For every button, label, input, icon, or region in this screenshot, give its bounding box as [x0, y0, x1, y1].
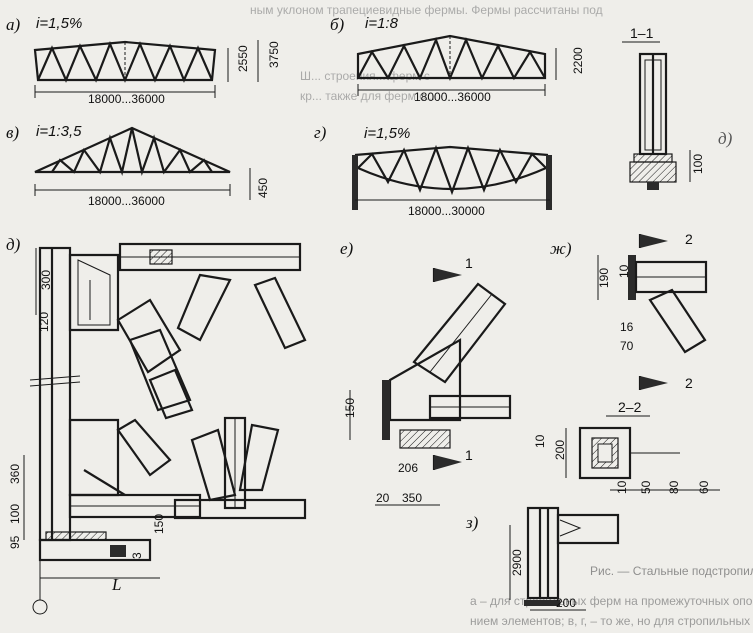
dim-300: 300: [39, 270, 53, 290]
panel-b-slope: i=1:8: [365, 15, 399, 32]
dim-z-2900: 2900: [510, 549, 524, 576]
truss-b-span: 18000...36000: [414, 90, 491, 104]
truss-v-dim-450: 450: [256, 178, 270, 198]
truss-b-dim-2200: 2200: [571, 47, 585, 74]
diagonal-4: [190, 428, 237, 502]
truss-b-chords: [356, 34, 547, 80]
panel-z: з) 2900 200: [465, 506, 620, 611]
dim-z-200: 200: [556, 596, 576, 610]
dim-22-60: 60: [697, 480, 711, 494]
zh-flange: [628, 255, 636, 300]
dim-zh-70: 70: [620, 339, 634, 353]
diagonal-5: [238, 423, 280, 492]
panel-v-label: в): [6, 123, 19, 142]
section-mark-2-top: 2: [685, 231, 693, 247]
dim-e-20: 20: [376, 491, 390, 505]
diagonal-1: [116, 298, 182, 374]
bg-text-caption: Рис. — Стальные подстропильные фермы: [590, 564, 753, 578]
dim-22-200: 200: [553, 440, 567, 460]
section-mark-1-top: 1: [465, 255, 473, 271]
bottom-chord-right: [173, 498, 307, 520]
bg-text-top: ным уклоном трапециевидные фермы. Фермы …: [250, 3, 603, 17]
section-2-2-title: 2–2: [618, 399, 642, 415]
panel-a: а) i=1,5% 18000...36000 2550 3750: [6, 15, 281, 106]
dim-e-350: 350: [402, 491, 422, 505]
z-post: [526, 506, 560, 600]
support-gusset: [388, 338, 462, 422]
column: [38, 246, 72, 542]
dim-zh-16: 16: [620, 320, 634, 334]
panel-g-label: г): [314, 123, 327, 142]
panel-a-slope: i=1,5%: [36, 15, 82, 32]
lower-gusset: [68, 418, 120, 497]
dim-22-50: 50: [639, 480, 653, 494]
section-1-1-title: 1–1: [630, 25, 654, 41]
truss-a-dim-2550: 2550: [236, 45, 250, 72]
dim-95: 95: [8, 535, 22, 549]
section-mark-1-bottom: 1: [465, 447, 473, 463]
truss-v-span: 18000...36000: [88, 194, 165, 208]
dim-150: 150: [152, 514, 166, 534]
panel-e-label: е): [340, 239, 354, 258]
panel-e: е) 1 1 150 206 20 350: [340, 239, 512, 506]
dim-360: 360: [8, 464, 22, 484]
dim-22-80: 80: [667, 480, 681, 494]
panel-d-label: д): [6, 235, 21, 254]
support-plate: [399, 429, 451, 449]
dim-e-150: 150: [343, 398, 357, 418]
support-flange: [382, 380, 390, 440]
support-diagonal: [412, 282, 507, 384]
section-1-1: 1–1 100: [622, 25, 705, 190]
top-gusset: [68, 253, 120, 332]
dim-22-10b: 10: [615, 480, 629, 494]
diagonal-3: [253, 276, 307, 350]
bg-text-mid1: Ш... строения... ферм с: [300, 69, 430, 83]
bg-text-mid2: кр... также для ферм с...: [300, 89, 435, 103]
dim-zh-190: 190: [597, 268, 611, 288]
panel-g-slope: i=1,5%: [364, 125, 410, 142]
panel-zh-label: ж): [550, 239, 572, 258]
truss-v-web: [51, 127, 213, 176]
diagonal-2: [176, 273, 232, 342]
dim-3: 3: [130, 552, 144, 559]
panel-d-right-label: д): [718, 129, 733, 148]
panel-v: в) i=1:3,5 18000...36000 450: [6, 123, 270, 208]
dim-L: L: [111, 575, 121, 594]
z-chord: [556, 513, 620, 545]
panel-z-label: з): [465, 513, 479, 532]
panel-b: б) i=1:8 18000...36000 2200: [330, 15, 585, 104]
dim-zh-10: 10: [617, 264, 631, 278]
panel-b-label: б): [330, 15, 345, 34]
panel-a-label: а): [6, 15, 21, 34]
panel-g: г) i=1,5% 18000...30000: [314, 123, 552, 218]
section-2-2: 2–2 10 200 10 50 80 60: [533, 399, 720, 494]
panel-d: д): [6, 235, 307, 615]
bg-text-foot1: а – для стропильных ферм на промежуточны…: [470, 594, 753, 608]
panel-v-slope: i=1:3,5: [36, 123, 82, 140]
truss-g-top-chord: [354, 145, 549, 157]
bg-text-foot2: нием элементов; в, г, – то же, но для ст…: [470, 614, 753, 628]
panel-zh: ж) 2 190 10 16 70 2: [550, 231, 708, 391]
dim-e-206: 206: [398, 461, 418, 475]
section-1-1-base: [633, 153, 673, 163]
dim-22-10a: 10: [533, 434, 547, 448]
section-1-1-dim-100: 100: [691, 154, 705, 174]
truss-a-span: 18000...36000: [88, 92, 165, 106]
section-mark-2-bottom: 2: [685, 375, 693, 391]
zh-diagonal: [648, 288, 707, 354]
background-text: ным уклоном трапециевидные фермы. Фермы …: [250, 3, 753, 628]
dim-120: 120: [37, 312, 51, 332]
truss-a-dim-3750: 3750: [267, 41, 281, 68]
truss-g-web: [357, 144, 547, 196]
axis-bubble: [32, 599, 48, 615]
truss-g-span: 18000...30000: [408, 204, 485, 218]
dim-100: 100: [8, 504, 22, 524]
